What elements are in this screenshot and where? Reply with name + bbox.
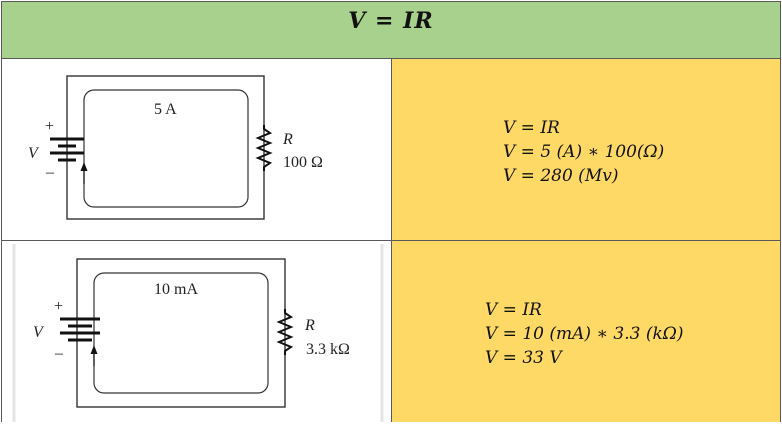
resistance-label: 100 Ω (283, 154, 323, 171)
circuit-diagram-1: 5 A R 100 Ω V + – (28, 75, 323, 220)
calculation-cell-1: V = IR V = 5 (A) ∗ 100(Ω) V = 280 (Mv) (391, 59, 781, 241)
table-header: V = IR (1, 1, 781, 59)
resistance-label: 3.3 kΩ (306, 341, 350, 358)
page-title: V = IR (348, 8, 434, 34)
minus-sign: – (45, 164, 55, 181)
circuit-diagram-2: 10 mA R 3.3 kΩ V + – (12, 244, 384, 422)
calculation-cell-2: V = IR V = 10 (mA) ∗ 3.3 (kΩ) V = 33 V (391, 241, 781, 422)
equation-line: V = IR (503, 118, 560, 138)
current-label: 10 mA (154, 281, 198, 298)
current-arrow-icon (80, 162, 88, 184)
current-label: 5 A (154, 101, 177, 118)
equation-line: V = 5 (A) ∗ 100(Ω) (503, 142, 665, 162)
source-label: V (33, 324, 45, 341)
resistor-label: R (304, 317, 315, 334)
equation-line: V = 10 (mA) ∗ 3.3 (kΩ) (485, 324, 684, 344)
plus-sign: + (54, 298, 63, 315)
equation-line: V = 280 (Mv) (503, 166, 619, 186)
resistor-icon (255, 125, 273, 171)
source-label: V (28, 145, 40, 162)
current-loop (83, 89, 249, 208)
circuit-cell-1: 5 A R 100 Ω V + – (1, 59, 391, 241)
equation-line: V = 33 V (485, 348, 562, 368)
resistor-label: R (282, 131, 293, 148)
resistor-icon (276, 309, 294, 355)
equation-line: V = IR (485, 300, 542, 320)
current-arrow-icon (90, 345, 98, 366)
battery-icon (50, 137, 84, 162)
minus-sign: – (54, 345, 64, 362)
battery-icon (60, 317, 100, 342)
circuit-cell-2: 10 mA R 3.3 kΩ V + – (1, 241, 391, 422)
plus-sign: + (45, 118, 54, 135)
circuit-frame (66, 75, 265, 220)
